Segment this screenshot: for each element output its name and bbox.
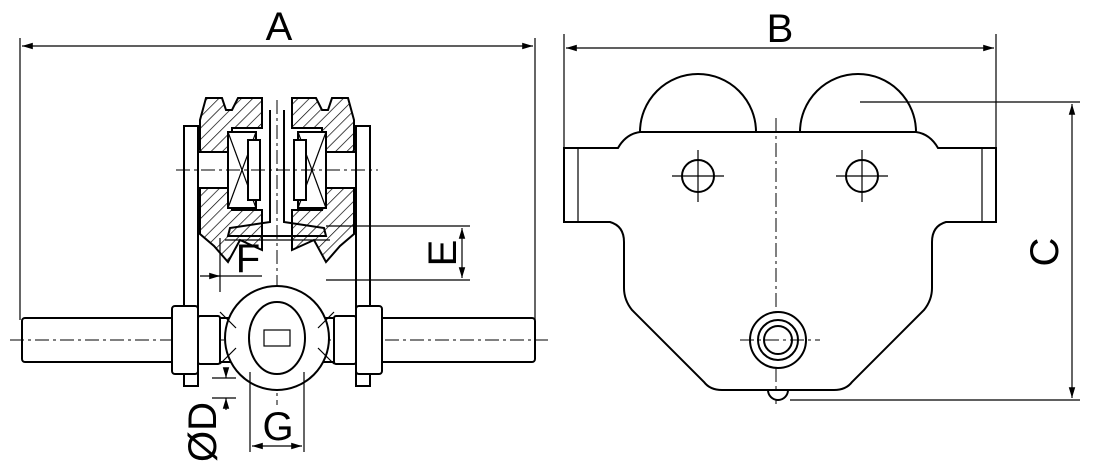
end-view: B [563,7,1080,404]
label-f: F [236,237,260,281]
right-collar-outer [355,305,383,375]
dimension-f: F [200,237,262,292]
label-g: G [262,405,293,449]
dimension-c: C [790,101,1080,401]
label-d: ØD [181,402,225,462]
side-plate-body [563,131,997,391]
dimension-d: ØD [181,367,236,462]
dimension-b: B [563,7,997,148]
dimension-e: E [326,225,470,281]
right-bolt-hole [836,150,888,202]
side-view: A [10,5,548,462]
label-c: C [1023,238,1067,267]
right-collar-inner [333,315,357,365]
left-collar-outer [171,305,199,375]
label-e: E [421,240,465,267]
bottom-nub [766,389,790,401]
left-wheel-top [638,73,758,133]
dimension-g: G [249,372,305,452]
left-end-block [563,147,579,223]
label-b: B [767,7,794,51]
left-collar-inner [197,315,221,365]
load-eye [219,285,335,391]
right-end-block [981,147,997,223]
axle-end [740,311,820,369]
dimension-a: A [19,5,536,320]
left-bolt-hole [672,150,724,202]
right-wheel-top [798,73,918,133]
label-a: A [266,5,293,49]
